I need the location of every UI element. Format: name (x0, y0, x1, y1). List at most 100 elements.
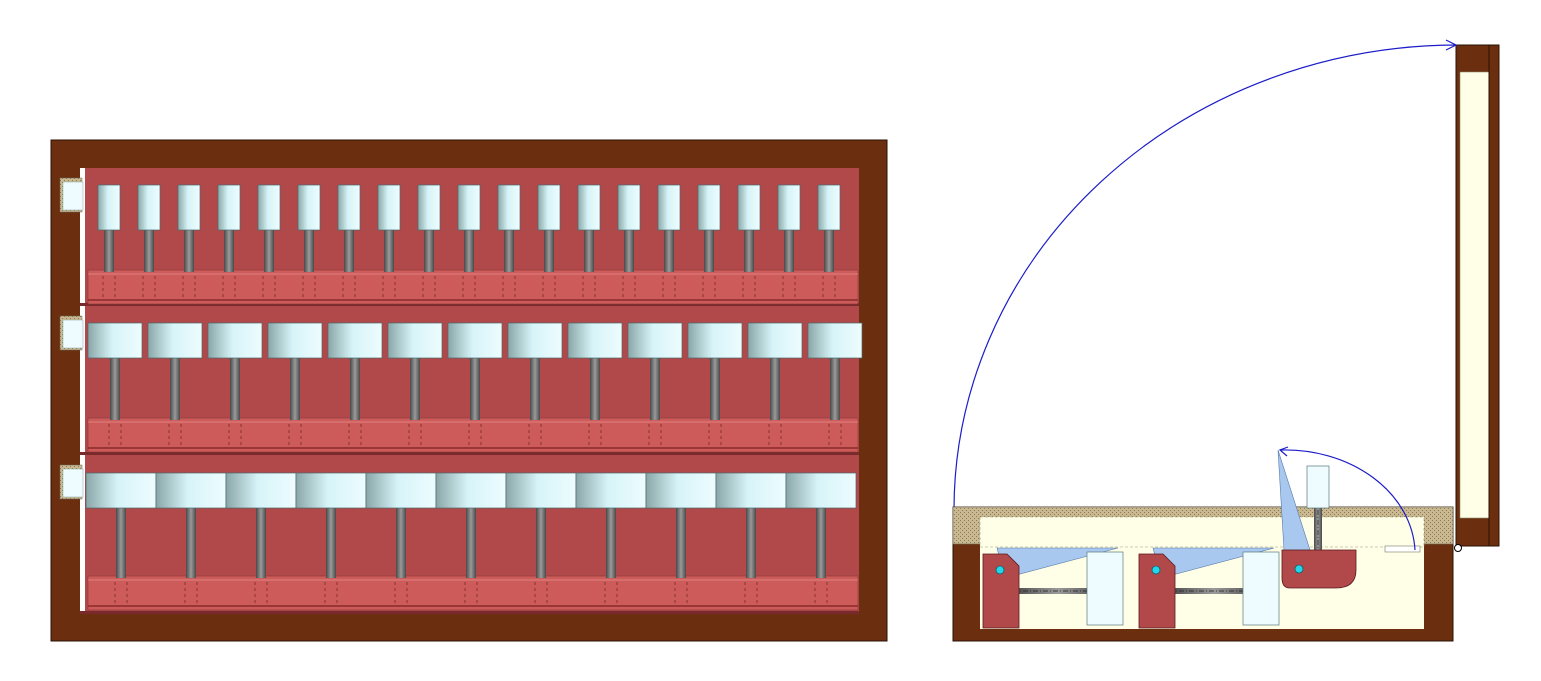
shelf-rail (87, 417, 859, 453)
holder-post (606, 508, 616, 578)
tool-handle (1281, 549, 1357, 589)
holder-block (715, 472, 787, 509)
holder-post (326, 508, 336, 578)
holder-post (650, 358, 660, 420)
holder-block (147, 322, 203, 359)
holder-block (567, 322, 623, 359)
holder-post (676, 508, 686, 578)
holder-post (224, 230, 234, 272)
pivot-dot (995, 565, 1005, 575)
holder-block (577, 184, 601, 231)
holder-block (645, 472, 717, 509)
holder-block (327, 322, 383, 359)
holder-block (267, 322, 323, 359)
holder-block (137, 184, 161, 231)
front-view (50, 139, 888, 642)
holder-post (230, 358, 240, 420)
holder-block (377, 184, 401, 231)
holder-post (544, 230, 554, 272)
holder-post (304, 230, 314, 272)
holder-post (110, 358, 120, 420)
tool-triangle (1277, 449, 1311, 551)
left-inner-edge (80, 168, 85, 614)
hinged-unit-3 (1277, 449, 1357, 589)
holder-post (536, 508, 546, 578)
holder-post (830, 358, 840, 420)
holder-post (746, 508, 756, 578)
tool-blade (1306, 465, 1330, 509)
holder-block (177, 184, 201, 231)
unit-swing-arc (1279, 449, 1416, 551)
holder-post (384, 230, 394, 272)
shelf-divider (80, 303, 859, 306)
tool-handle (982, 553, 1020, 629)
holder-post (504, 230, 514, 272)
holder-post (144, 230, 154, 272)
pivot-dot (1151, 565, 1161, 575)
holder-block (365, 472, 437, 509)
shelf-bracket-face (62, 468, 84, 498)
section-top-recess (979, 516, 1425, 548)
holder-post (186, 508, 196, 578)
holder-block (505, 472, 577, 509)
shelf-bracket-face (62, 181, 84, 211)
holder-block (207, 322, 263, 359)
holder-post (104, 230, 114, 272)
holder-post (350, 358, 360, 420)
holder-post (256, 508, 266, 578)
holder-block (785, 472, 857, 509)
bottom-shelf (59, 464, 859, 614)
holder-post (816, 508, 826, 578)
shelf-rail (87, 575, 859, 611)
tool-blade (1086, 551, 1124, 626)
holder-post (824, 230, 834, 272)
holder-post (470, 358, 480, 420)
holder-block (435, 472, 507, 509)
holder-post (424, 230, 434, 272)
holder-block (87, 322, 143, 359)
hinged-unit-1 (982, 547, 1124, 629)
holder-post (744, 230, 754, 272)
pivot-dot (1294, 564, 1304, 574)
holder-block (457, 184, 481, 231)
holder-post (770, 358, 780, 420)
holder-post (710, 358, 720, 420)
holder-post (170, 358, 180, 420)
holder-post (396, 508, 406, 578)
holder-post (116, 508, 126, 578)
holder-block (257, 184, 281, 231)
hinge-plate (1384, 545, 1421, 553)
holder-post (590, 358, 600, 420)
holder-block (657, 184, 681, 231)
holder-post (464, 230, 474, 272)
hinged-unit-2 (1138, 547, 1280, 629)
holder-post (344, 230, 354, 272)
shelf-rail (87, 269, 859, 305)
holder-post (466, 508, 476, 578)
door-swing-arrowhead (1445, 39, 1458, 51)
holder-block (85, 472, 157, 509)
holder-block (697, 184, 721, 231)
unit-swing-arrowhead (1278, 446, 1289, 457)
holder-post (530, 358, 540, 420)
holder-block (217, 184, 241, 231)
holder-post (290, 358, 300, 420)
holder-block (537, 184, 561, 231)
holder-post (664, 230, 674, 272)
holder-block (337, 184, 361, 231)
holder-block (737, 184, 761, 231)
holder-post (624, 230, 634, 272)
holder-block (507, 322, 563, 359)
holder-block (295, 472, 367, 509)
shelf-divider (80, 611, 859, 614)
middle-shelf (59, 315, 863, 455)
top-shelf (59, 177, 859, 306)
tool-handle (1138, 553, 1176, 629)
holder-block (627, 322, 683, 359)
holder-post (784, 230, 794, 272)
door-panel (1459, 71, 1490, 519)
holder-block (155, 472, 227, 509)
tool-blade (1242, 551, 1280, 626)
holder-post (704, 230, 714, 272)
